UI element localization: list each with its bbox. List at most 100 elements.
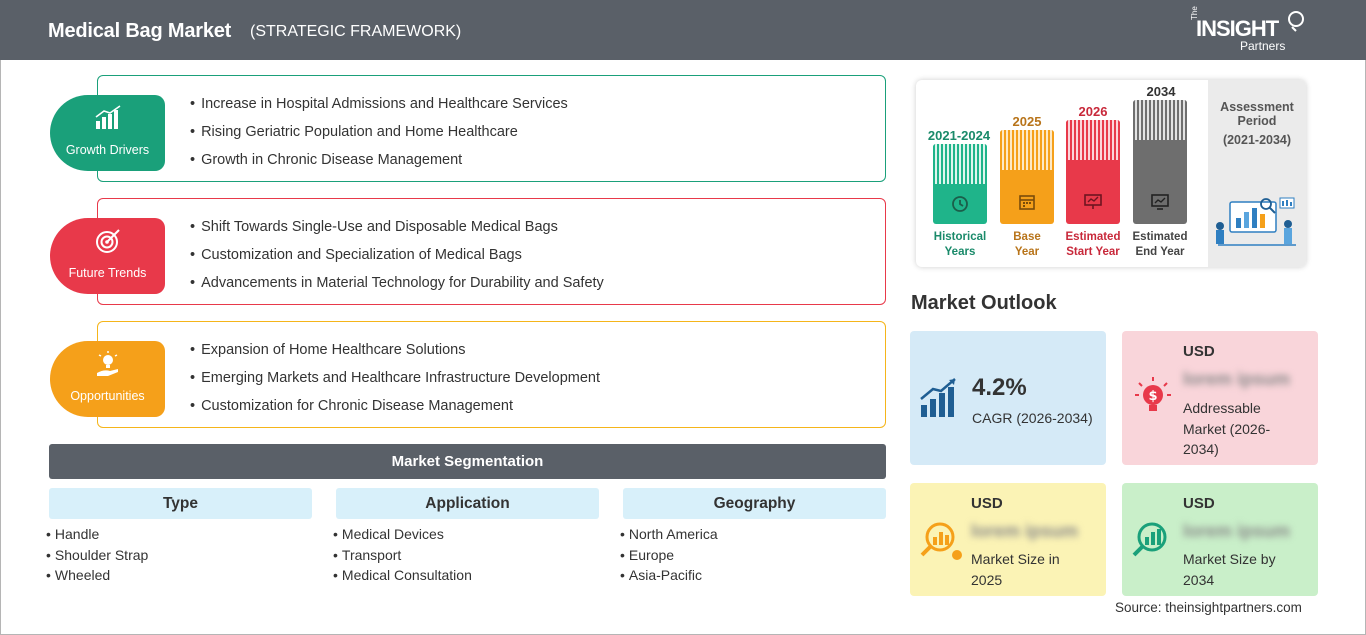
segment-list-geography: North America Europe Asia-Pacific: [620, 524, 718, 586]
timeline-bar-start: [1066, 120, 1120, 224]
segment-list-type: Handle Shoulder Strap Wheeled: [46, 524, 148, 586]
bar-stripes: [1000, 130, 1054, 170]
growth-chart-icon: [920, 378, 956, 417]
bar-caption-end: Estimated End Year: [1124, 230, 1196, 260]
growth-drivers-badge: Growth Drivers: [50, 95, 165, 171]
bar-caption-line: Estimated: [1065, 231, 1121, 243]
growth-drivers-block: Increase in Hospital Admissions and Heal…: [97, 75, 886, 182]
list-item: Growth in Chronic Disease Management: [190, 150, 568, 178]
list-item: Europe: [620, 545, 718, 566]
badge-label: Opportunities: [70, 389, 145, 403]
year-label: 2021-2024: [927, 128, 991, 143]
logo-bulb-icon: [1288, 11, 1304, 32]
bar-stripes: [1066, 120, 1120, 160]
lightbulb-dollar-icon: $: [1135, 377, 1171, 411]
currency-label: USD: [1183, 343, 1215, 360]
calendar-icon: [1019, 195, 1035, 210]
blurred-value: lorem ipsum: [971, 521, 1079, 541]
bar-caption-historical: Historical Years: [924, 230, 996, 260]
cagr-value: 4.2%: [972, 374, 1027, 401]
list-item: Asia-Pacific: [620, 565, 718, 586]
segment-head-geography: Geography: [623, 488, 886, 519]
list-item: Increase in Hospital Admissions and Heal…: [190, 94, 568, 122]
blurred-value: lorem ipsum: [1183, 521, 1291, 541]
addressable-label: Addressable Market (2026-2034): [1183, 400, 1271, 457]
bar-caption-line: Estimated: [1132, 231, 1188, 243]
timeline-bar-historical: [933, 144, 987, 224]
currency-label: USD: [1183, 495, 1215, 512]
list-item: Shift Towards Single-Use and Disposable …: [190, 217, 604, 245]
list-item: Wheeled: [46, 565, 148, 586]
bar-caption-line: Start Year: [1066, 246, 1120, 258]
bar-caption-line: Years: [944, 246, 976, 258]
magnifier-chart-icon: [920, 522, 962, 560]
target-icon: [96, 229, 120, 253]
insight-partners-logo[interactable]: The INSIGHT Partners: [1190, 6, 1310, 54]
history-icon: [952, 196, 968, 212]
future-trends-list: Shift Towards Single-Use and Disposable …: [190, 217, 604, 301]
bar-caption-line: Base: [1013, 231, 1041, 243]
analyst-illustration-icon: [1216, 197, 1296, 246]
lightbulb-hand-icon: [97, 351, 118, 376]
list-item: North America: [620, 524, 718, 545]
segment-list-application: Medical Devices Transport Medical Consul…: [333, 524, 472, 586]
segmentation-title: Market Segmentation: [49, 444, 886, 479]
list-item: Advancements in Material Technology for …: [190, 273, 604, 301]
badge-label: Growth Drivers: [65, 143, 150, 157]
year-label: 2025: [1012, 114, 1042, 129]
page-subtitle: (STRATEGIC FRAMEWORK): [250, 23, 462, 40]
market-size-2034-card: USD lorem ipsum Market Size by 2034: [1122, 483, 1318, 596]
monitor-chart-icon: [1151, 194, 1169, 210]
bar-caption-start: Estimated Start Year: [1057, 230, 1129, 260]
list-item: Customization for Chronic Disease Manage…: [190, 396, 600, 424]
currency-label: USD: [971, 495, 1003, 512]
bar-caption-line: Historical: [933, 231, 987, 243]
year-label: 2034: [1146, 84, 1176, 99]
cagr-label: CAGR (2026-2034): [972, 410, 1093, 426]
magnifier-growth-icon: [1132, 522, 1167, 557]
cagr-card: [910, 331, 1106, 465]
list-item: Emerging Markets and Healthcare Infrastr…: [190, 368, 600, 396]
opportunities-badge: Opportunities: [50, 341, 165, 417]
timeline-bar-end: [1133, 100, 1187, 224]
opportunities-list: Expansion of Home Healthcare Solutions E…: [190, 340, 600, 424]
list-item: Medical Devices: [333, 524, 472, 545]
bar-growth-icon: [95, 105, 121, 129]
list-item: Expansion of Home Healthcare Solutions: [190, 340, 600, 368]
future-trends-badge: Future Trends: [50, 218, 165, 294]
list-item: Shoulder Strap: [46, 545, 148, 566]
segment-head-application: Application: [336, 488, 599, 519]
list-item: Customization and Specialization of Medi…: [190, 245, 604, 273]
segment-head-type: Type: [49, 488, 312, 519]
market-size-2025-label: Market Size in 2025: [971, 551, 1060, 588]
opportunities-block: Expansion of Home Healthcare Solutions E…: [97, 321, 886, 428]
future-trends-block: Shift Towards Single-Use and Disposable …: [97, 198, 886, 305]
source-text: Source: theinsightpartners.com: [1115, 600, 1302, 615]
header-bar: Medical Bag Market (STRATEGIC FRAMEWORK)…: [0, 0, 1366, 60]
svg-text:$: $: [1148, 389, 1157, 404]
list-item: Medical Consultation: [333, 565, 472, 586]
market-size-2025-card: USD lorem ipsum Market Size in 2025: [910, 483, 1106, 596]
market-size-2034-label: Market Size by 2034: [1183, 551, 1276, 588]
timeline-bar-base: [1000, 130, 1054, 224]
growth-drivers-list: Increase in Hospital Admissions and Heal…: [190, 94, 568, 178]
assessment-title: Assessment Period: [1220, 100, 1294, 128]
presentation-icon: [1084, 194, 1102, 209]
bar-stripes: [1133, 100, 1187, 140]
badge-label: Future Trends: [68, 266, 147, 280]
bar-caption-line: End Year: [1135, 246, 1185, 258]
addressable-market-card: USD lorem ipsum Addressable Market (2026…: [1122, 331, 1318, 465]
logo-name: INSIGHT: [1196, 16, 1279, 41]
blurred-value: lorem ipsum: [1183, 369, 1291, 389]
year-label: 2026: [1078, 104, 1108, 119]
bar-caption-base: Base Year: [991, 230, 1063, 260]
list-item: Transport: [333, 545, 472, 566]
page-title: Medical Bag Market: [48, 20, 232, 42]
list-item: Rising Geriatric Population and Home Hea…: [190, 122, 568, 150]
assessment-period-panel: Assessment Period (2021-2034): [1208, 80, 1306, 267]
list-item: Handle: [46, 524, 148, 545]
bar-caption-line: Year: [1014, 246, 1040, 258]
bar-stripes: [933, 144, 987, 184]
assessment-range: (2021-2034): [1222, 133, 1292, 147]
market-outlook-title: Market Outlook: [911, 292, 1057, 314]
